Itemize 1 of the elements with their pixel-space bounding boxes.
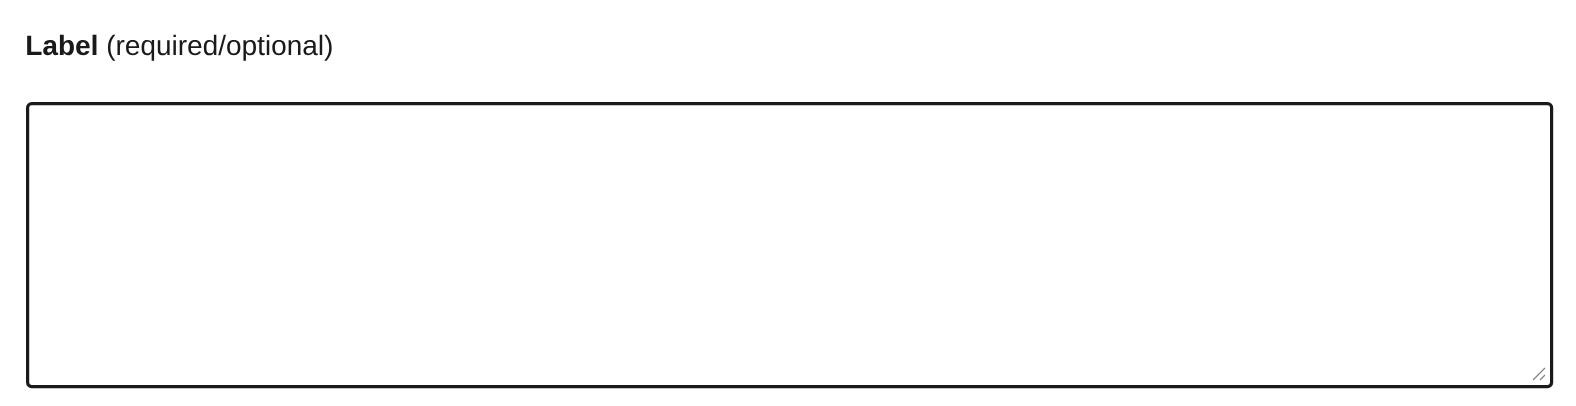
field-label: Label (required/optional) [27,34,332,61]
